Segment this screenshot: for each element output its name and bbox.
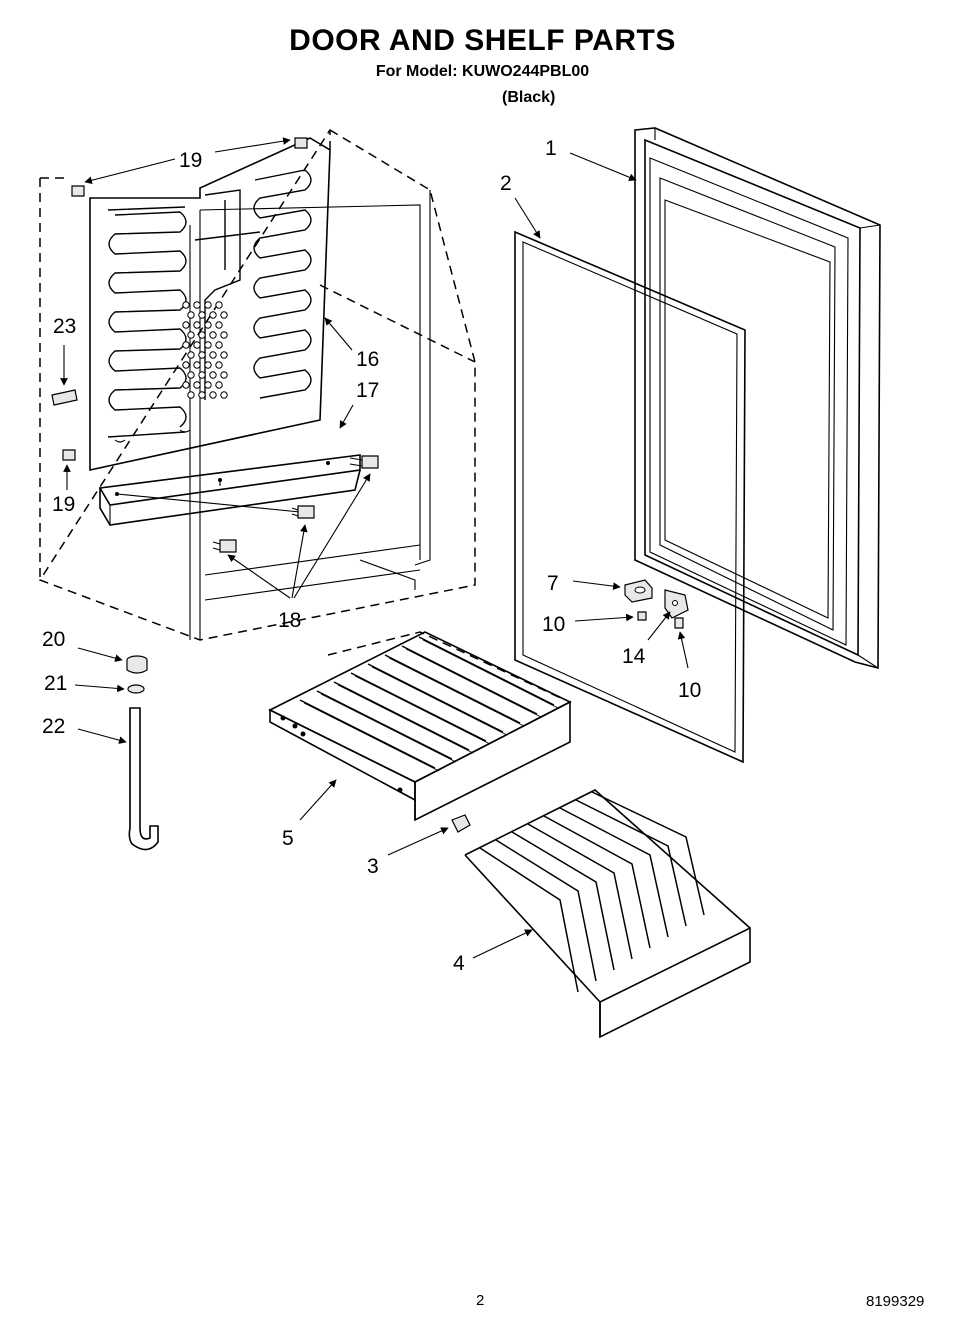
- callout-2: 2: [500, 172, 512, 195]
- hinge-bracket-7: [624, 579, 653, 603]
- drain-ring-21: [127, 684, 145, 694]
- callout-5: 5: [282, 827, 294, 850]
- wire-rack: [464, 789, 751, 1039]
- callout-16: 16: [356, 348, 379, 371]
- callout-10-left: 10: [542, 613, 565, 636]
- drain-cap-20: [126, 655, 148, 674]
- callout-17: 17: [356, 379, 379, 402]
- drain-tube-22: [128, 707, 159, 851]
- callout-23: 23: [53, 315, 76, 338]
- callout-7: 7: [547, 572, 559, 595]
- evaporator-coil-right: [253, 169, 312, 399]
- callout-21: 21: [44, 672, 67, 695]
- shelf-clip-3: [451, 814, 471, 833]
- pull-out-shelf: [268, 631, 572, 822]
- door-gasket: [514, 230, 746, 764]
- screw-10-a: [637, 611, 647, 621]
- screw-a: [212, 539, 237, 553]
- leader-lines: [60, 137, 689, 959]
- clip-23: [51, 389, 78, 406]
- document-number: 8199329: [866, 1293, 925, 1310]
- model-subtitle: For Model: KUWO244PBL00: [375, 63, 590, 80]
- screw-b: [291, 505, 315, 519]
- callout-3: 3: [367, 855, 379, 878]
- pin-19-top-right: [294, 137, 308, 149]
- callout-19-top: 19: [179, 149, 202, 172]
- callout-19-side: 19: [52, 493, 75, 516]
- callout-22: 22: [42, 715, 65, 738]
- callout-1: 1: [545, 137, 557, 160]
- callout-10-right: 10: [678, 679, 701, 702]
- drain-bracket: [98, 454, 361, 526]
- screw-c: [349, 455, 379, 469]
- page-title: DOOR AND SHELF PARTS: [289, 24, 676, 57]
- callout-14: 14: [622, 645, 646, 668]
- hinge-plate-14: [664, 589, 689, 619]
- callout-20: 20: [42, 628, 65, 651]
- door-frame: [634, 127, 881, 670]
- evaporator-coil-left: [107, 206, 187, 438]
- evaporator-panel: [89, 137, 331, 471]
- evaporator-coil-center: [182, 189, 261, 400]
- cabinet-outline: [38, 128, 476, 641]
- pin-19-side: [62, 449, 76, 461]
- pin-19-top-left: [71, 185, 85, 197]
- callout-18: 18: [278, 609, 301, 632]
- page-number: 2: [476, 1292, 485, 1309]
- callout-4: 4: [453, 952, 465, 975]
- color-variant: (Black): [502, 89, 556, 106]
- screw-10-b: [674, 617, 684, 629]
